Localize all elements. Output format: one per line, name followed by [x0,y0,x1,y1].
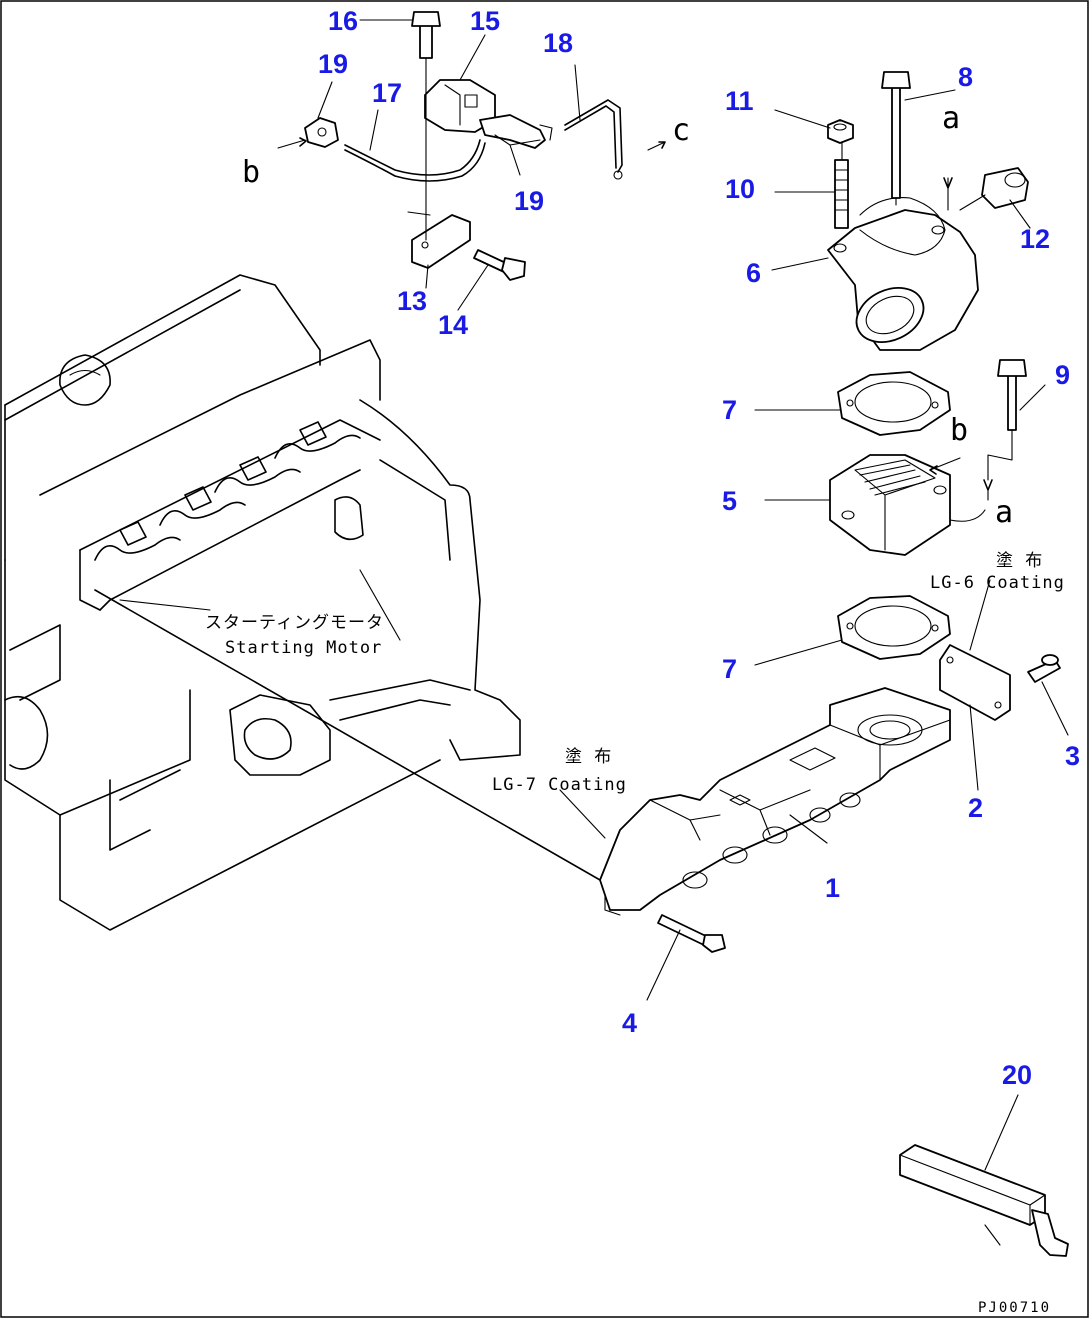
callout-19-left: 19 [318,49,348,79]
part-14-bolt [473,249,526,281]
callout-20: 20 [1002,1060,1032,1090]
callout-8: 8 [958,62,973,92]
callout-17: 17 [372,78,402,108]
callout-7-lower: 7 [722,654,737,684]
part-20-tool [899,1144,1069,1257]
lg6-coating-label-en: LG-6 Coating [930,573,1065,593]
part-15-relay [424,79,553,149]
part-2-cover-plate [939,644,1011,721]
callout-7-upper: 7 [722,395,737,425]
part-6-elbow [827,197,979,351]
callout-3: 3 [1065,741,1080,771]
callout-19-right: 19 [514,186,544,216]
part-1-manifold [599,687,951,916]
leader-lines [277,19,1069,1171]
connector-b-left: b [242,155,260,190]
part-12-sensor [959,167,1029,211]
callout-10: 10 [725,174,755,204]
callout-2: 2 [968,793,983,823]
connector-c: c [672,113,690,148]
connector-b-right: b [950,413,968,448]
callout-13: 13 [397,286,427,316]
callout-4: 4 [622,1008,637,1038]
callout-12: 12 [1020,224,1050,254]
notes: スターティングモータ Starting Motor 塗 布 LG-6 Coati… [205,550,1065,1316]
part-13-bracket [411,214,471,269]
part-7-gasket-upper [837,371,951,436]
part-3-bolt [1027,654,1061,683]
part-8-bolt [881,71,911,199]
callout-14: 14 [438,310,468,340]
part-7-gasket-lower [837,595,951,660]
part-11-nut [827,119,854,144]
callout-11: 11 [725,86,754,116]
lg6-coating-label-jp: 塗 布 [996,550,1043,571]
starting-motor-label-en: Starting Motor [225,638,382,658]
part-16-bolt [411,11,441,59]
starting-motor-label-jp: スターティングモータ [205,613,384,633]
lg7-coating-label-en: LG-7 Coating [492,775,627,795]
part-18-wire [564,99,623,180]
callout-numbers: 1 2 3 4 5 6 7 7 8 9 10 11 12 13 14 15 16… [318,6,1080,1090]
connector-letters: a a b b c [242,101,1013,530]
callout-15: 15 [470,6,500,36]
part-19-terminal-left [304,117,339,148]
part-9-bolt [997,359,1027,431]
part-10-stud [834,159,849,229]
connector-a-bottom: a [995,495,1013,530]
callout-18: 18 [543,28,573,58]
callout-9: 9 [1055,360,1070,390]
engine-block [4,274,601,931]
lg7-coating-label-jp: 塗 布 [565,746,612,767]
drawing-code: PJ00710 [978,1300,1051,1316]
callout-16: 16 [328,6,358,36]
connector-a-top: a [942,101,960,136]
part-17-wire [344,139,486,182]
callout-5: 5 [722,486,737,516]
part-5-intake-heater [829,454,986,556]
part-4-bolt [657,914,726,953]
callout-1: 1 [825,873,840,903]
callout-6: 6 [746,258,761,288]
